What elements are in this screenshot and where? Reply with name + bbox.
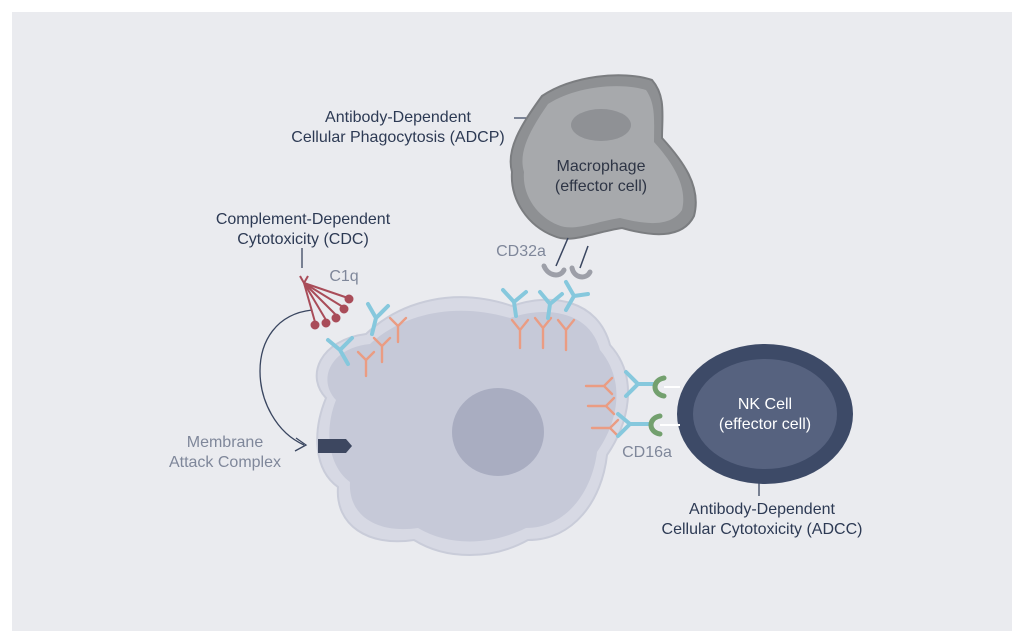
membrane-attack-complex-shape <box>318 439 352 453</box>
c1q-arm <box>303 282 349 299</box>
c1q-arm <box>303 282 327 321</box>
c1q-head <box>321 318 331 328</box>
macrophage-nucleus <box>571 109 631 141</box>
adcp-label: Antibody-Dependent Cellular Phagocytosis… <box>282 108 514 148</box>
nk-cell-label: NK Cell (effector cell) <box>705 395 825 435</box>
mac-arrow-curve <box>259 309 313 446</box>
cd32a-label: CD32a <box>496 243 546 260</box>
c1q-arm <box>303 282 344 308</box>
cdc-label-line1: Complement-Dependent <box>215 211 391 228</box>
adcp-label-line1: Antibody-Dependent <box>325 109 471 126</box>
target-cell-nucleus <box>452 388 544 476</box>
c1q-arm <box>303 282 337 316</box>
antibody-adcp-1 <box>501 288 528 318</box>
nk-cell-inner <box>693 359 837 469</box>
adcc-label: Antibody-Dependent Cellular Cytotoxicity… <box>652 500 872 540</box>
c1q-label: C1q <box>329 268 359 285</box>
nk-label-line1: NK Cell <box>737 396 793 413</box>
membrane-attack-complex-label: Membrane Attack Complex <box>160 433 290 473</box>
cdc-label-line2: Cytotoxicity (CDC) <box>237 231 369 248</box>
antigen-adcp-2 <box>533 316 553 350</box>
macrophage-label: Macrophage (effector cell) <box>536 157 666 197</box>
c1q-stalk <box>303 275 309 284</box>
c1q-head <box>331 313 341 323</box>
c1q-head <box>310 320 320 330</box>
antigen-cdc-1 <box>388 316 408 344</box>
antibody-adcc-2 <box>616 412 652 438</box>
c1q-complex <box>299 275 354 330</box>
antigen-adcp-3 <box>556 318 576 352</box>
cd32a-receptors <box>541 237 593 280</box>
cd32a-stalk <box>555 237 569 267</box>
c1q-head <box>344 294 354 304</box>
cdc-label: Complement-Dependent Cytotoxicity (CDC) <box>196 210 410 250</box>
cd16a-receptors <box>648 375 680 437</box>
macrophage-label-line1: Macrophage <box>556 158 646 175</box>
antigen-cdc-2 <box>372 336 392 364</box>
antigens <box>356 316 620 438</box>
adcp-label-line2: Cellular Phagocytosis (ADCP) <box>291 129 505 146</box>
nk-label-line2: (effector cell) <box>718 416 812 433</box>
antibody-cdc-1 <box>366 302 390 336</box>
cd32a-stalk <box>579 245 589 269</box>
cd16a-label: CD16a <box>622 444 672 461</box>
antigen-adcc-2 <box>586 396 616 416</box>
c1q-arm <box>303 282 316 323</box>
mac-label-line1: Membrane <box>186 434 264 451</box>
adcc-label-line2: Cellular Cytotoxicity (ADCC) <box>661 521 863 538</box>
cd32a-receptor-2 <box>569 265 593 280</box>
cd16a-receptor-2 <box>648 413 663 437</box>
antibody-adcp-2 <box>538 290 564 320</box>
antigen-adcc-3 <box>590 418 620 438</box>
antigen-adcp-1 <box>510 318 530 350</box>
mac-label-line2: Attack Complex <box>168 454 282 471</box>
antibodies <box>326 280 658 438</box>
antibody-adcp-3 <box>564 280 590 312</box>
antibody-cdc-2 <box>326 336 354 366</box>
antigen-adcc-1 <box>584 376 614 396</box>
antigen-cdc-3 <box>356 350 376 378</box>
c1q-stalk <box>299 275 305 284</box>
macrophage-label-line2: (effector cell) <box>554 178 648 195</box>
mac-arrow-head <box>294 437 308 452</box>
adcc-label-line1: Antibody-Dependent <box>689 501 835 518</box>
c1q-head <box>339 304 349 314</box>
cd32a-receptor-1 <box>541 263 567 278</box>
cd16a-receptor-1 <box>652 375 667 399</box>
macrophage-cytoplasm <box>522 86 684 228</box>
